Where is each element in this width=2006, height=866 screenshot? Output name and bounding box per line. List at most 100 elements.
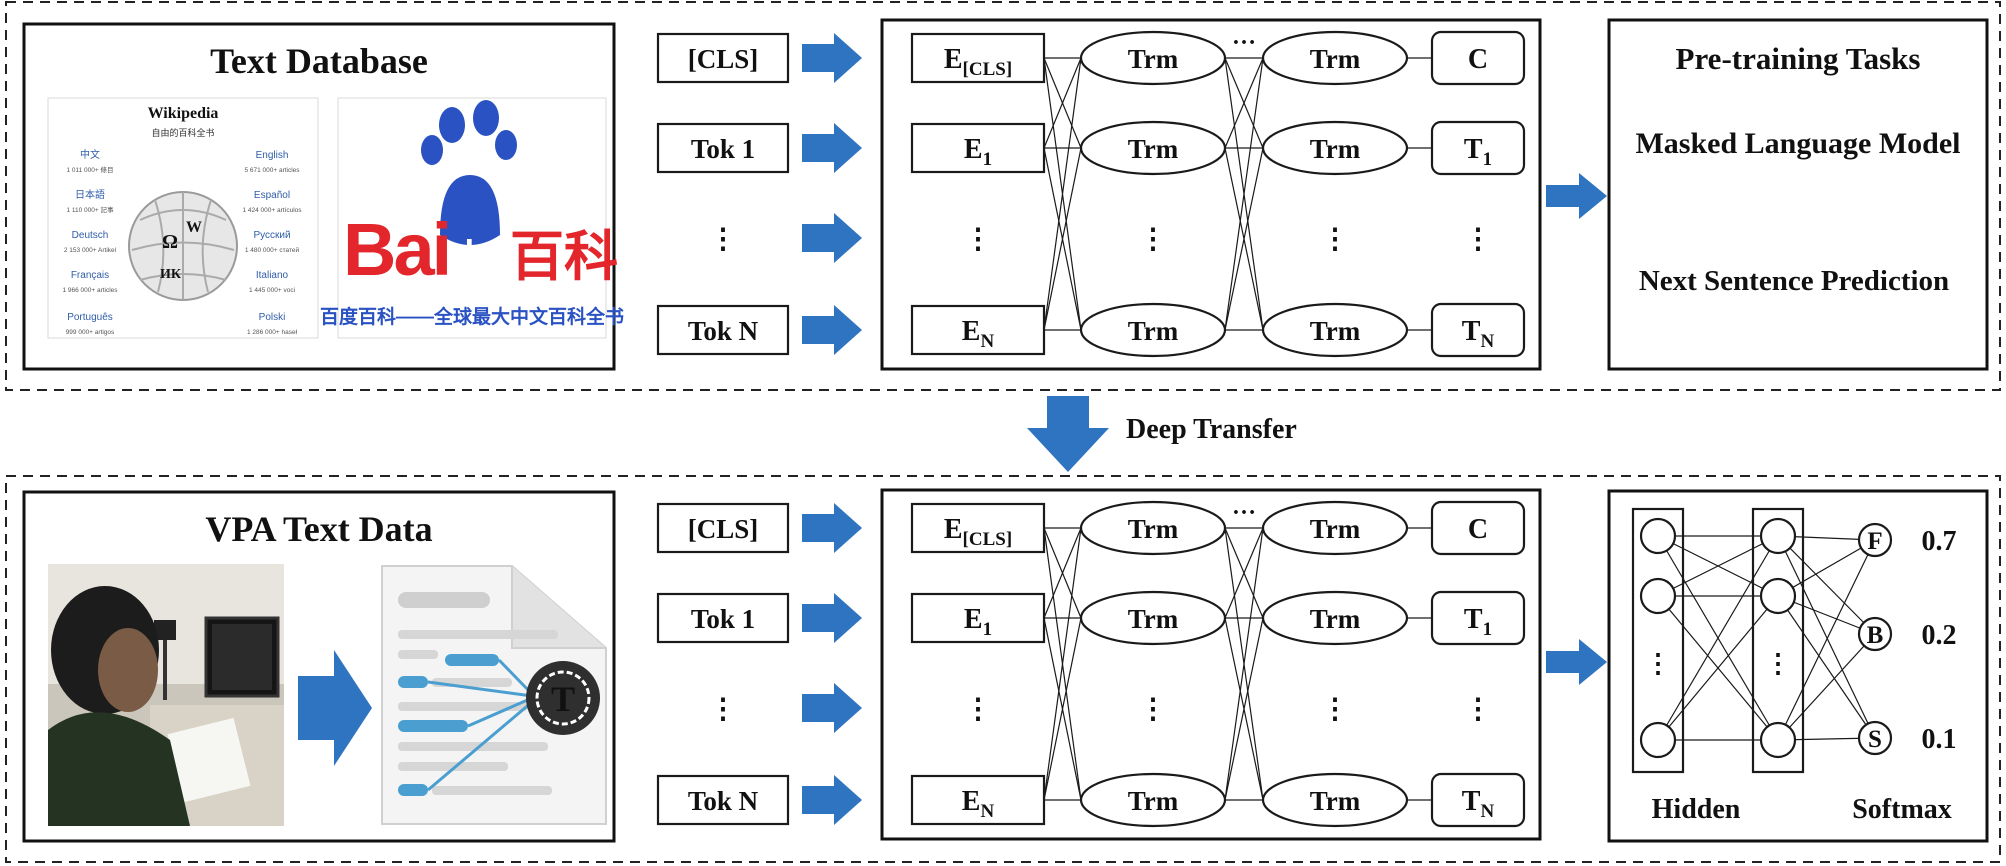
- deep-transfer-label: Deep Transfer: [1126, 414, 1297, 445]
- trm-node-bottom-1-1: [1261, 590, 1409, 646]
- trm-label: Trm: [1310, 786, 1361, 816]
- trm-node-bottom-1-0: [1261, 500, 1409, 556]
- softmax-node-1: [1857, 616, 1893, 652]
- baidu-baike-image: Bai du 百科 百度百科——全球最大中文百科全书: [320, 97, 624, 339]
- embedding-box-bottom-0: [910, 502, 1046, 554]
- attention-link: [1224, 617, 1264, 801]
- wikipedia-language-name: Polski: [259, 312, 286, 323]
- token-box-top-1: [656, 122, 790, 174]
- wikipedia-language-count: 1 445 000+ voci: [249, 287, 295, 294]
- trm-node-top-1-1: [1261, 120, 1409, 176]
- attention-link: [1224, 57, 1264, 149]
- token-box-bottom-3: [656, 774, 790, 826]
- vpa-data-arrow-icon: [298, 650, 372, 766]
- dense-link: [1657, 595, 1779, 741]
- trm-label: Trm: [1128, 44, 1179, 74]
- hidden-neuron-1-1: [1759, 577, 1797, 615]
- output-label-top-3: TN: [1462, 316, 1495, 352]
- wikipedia-globe-icon: Ω W ИК: [128, 191, 238, 301]
- attention-link: [1043, 147, 1082, 331]
- softmax-class-label: S: [1868, 726, 1882, 753]
- output-box-bottom-1: [1430, 590, 1526, 646]
- trm-node-bottom-0-3: [1079, 772, 1227, 828]
- attention-link: [1224, 147, 1264, 331]
- wikipedia-language-count: 1 011 000+ 條目: [66, 165, 113, 174]
- embedding-label-bottom-3: EN: [962, 786, 995, 822]
- hidden-ellipsis: ⋮: [1645, 649, 1671, 678]
- vpa-photo-image: [48, 564, 284, 826]
- task-next-sentence-prediction: Next Sentence Prediction: [1639, 265, 1949, 297]
- embedding-box-top-0: [910, 32, 1046, 84]
- wikipedia-logo-text: Wikipedia: [148, 105, 219, 122]
- hidden-ellipsis: ⋮: [1765, 649, 1791, 678]
- trm-ellipsis: ⋮: [1321, 224, 1349, 255]
- embedding-label-top-1: E1: [964, 134, 992, 170]
- baidu-brand-left: Bai: [343, 208, 449, 291]
- attention-link: [1224, 57, 1264, 331]
- dense-link: [1657, 535, 1779, 597]
- embedding-ellipsis: ⋮: [964, 694, 992, 725]
- wikipedia-language-name: English: [256, 150, 289, 161]
- hidden-neuron-1-0: [1759, 517, 1797, 555]
- output-label-bottom-0: C: [1468, 514, 1488, 545]
- dense-link: [1657, 535, 1779, 741]
- output-label-bottom-1: T1: [1464, 604, 1492, 640]
- token-label-bottom-2: ⋮: [709, 694, 737, 725]
- token-arrow-icon: [802, 593, 862, 643]
- hidden-neuron-1-3: [1759, 721, 1797, 759]
- task-masked-language-model: Masked Language Model: [1635, 127, 1960, 160]
- trm-label: Trm: [1128, 316, 1179, 346]
- attention-link: [1224, 527, 1264, 801]
- baidu-paw-icon: [421, 100, 517, 245]
- trm-node-bottom-1-3: [1261, 772, 1409, 828]
- trm-node-top-1-3: [1261, 302, 1409, 358]
- trm-label: Trm: [1310, 134, 1361, 164]
- hidden-neuron-0-0: [1639, 517, 1677, 555]
- text-database-title: Text Database: [210, 41, 428, 81]
- trm-label: Trm: [1310, 604, 1361, 634]
- trm-label: Trm: [1128, 604, 1179, 634]
- embedding-ellipsis: ⋮: [964, 224, 992, 255]
- softmax-node-0: [1857, 522, 1893, 558]
- output-box-top-1: [1430, 120, 1526, 176]
- svg-text:ИК: ИК: [160, 267, 182, 282]
- output-box-top-0: [1430, 30, 1526, 86]
- baidu-slogan: 百度百科——全球最大中文百科全书: [320, 305, 624, 328]
- wikipedia-language-name: Français: [71, 270, 109, 281]
- vpa-text-data-title: VPA Text Data: [205, 509, 432, 549]
- classifier-arrow-icon: [1546, 639, 1607, 685]
- token-arrow-icon: [802, 213, 862, 263]
- pretraining-tasks-title: Pre-training Tasks: [1676, 41, 1921, 76]
- trm-node-top-0-0: [1079, 30, 1227, 86]
- output-box-bottom-3: [1430, 772, 1526, 828]
- pretraining-tasks-panel: Pre-training Tasks Masked Language Model…: [1607, 18, 1989, 371]
- softmax-label: Softmax: [1852, 794, 1952, 825]
- token-arrow-icon: [802, 683, 862, 733]
- trm-node-top-0-3: [1079, 302, 1227, 358]
- output-label-top-0: C: [1468, 44, 1488, 75]
- softmax-link: [1777, 539, 1876, 741]
- document-icon: T: [381, 565, 607, 825]
- embedding-label-top-0: E[CLS]: [944, 44, 1012, 80]
- token-arrow-icon: [802, 123, 862, 173]
- attention-link: [1224, 527, 1264, 619]
- embedding-box-top-3: [910, 304, 1046, 356]
- wikipedia-language-count: 999 000+ artigos: [66, 329, 115, 336]
- token-arrow-icon: [802, 305, 862, 355]
- token-label-top-3: Tok N: [688, 316, 759, 346]
- trm-label: Trm: [1310, 514, 1361, 544]
- softmax-link: [1777, 535, 1876, 739]
- token-label-bottom-1: Tok 1: [691, 604, 755, 634]
- token-arrow-icon: [802, 503, 862, 553]
- hidden-neuron-0-3: [1639, 721, 1677, 759]
- vpa-text-data-panel: VPA Text Data: [22, 490, 616, 843]
- hidden-label: Hidden: [1652, 794, 1741, 825]
- attention-link: [1043, 57, 1082, 331]
- token-arrow-icon: [802, 775, 862, 825]
